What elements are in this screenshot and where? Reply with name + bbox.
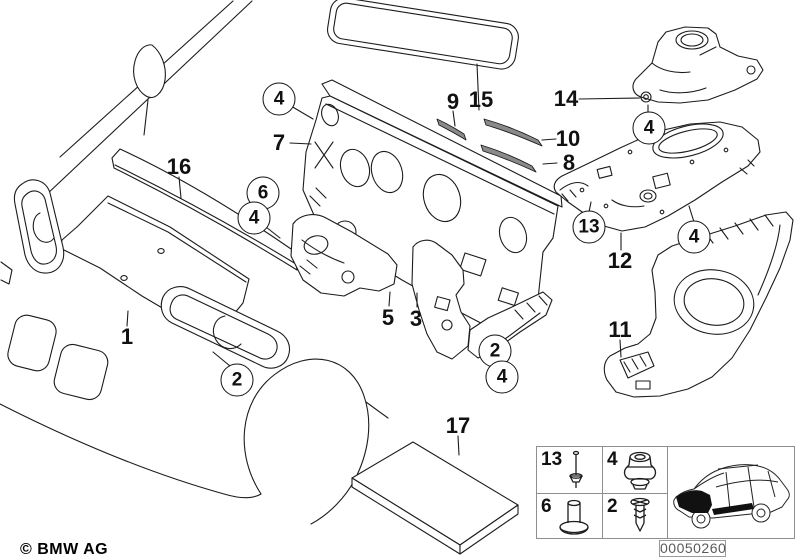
part-callout-11[interactable]: 11 — [608, 317, 632, 342]
part-15-large-insulation-mat — [327, 0, 519, 70]
part-callout-1[interactable]: 1 — [120, 324, 134, 349]
vehicle-inset — [668, 447, 794, 538]
part-17-floor-mat — [351, 441, 519, 555]
grommet-nut-icon — [623, 451, 657, 490]
part-callout-3[interactable]: 3 — [409, 306, 423, 331]
part-callout-14[interactable]: 14 — [553, 86, 579, 111]
part-callout-15[interactable]: 15 — [468, 87, 494, 112]
part-callout-10[interactable]: 10 — [555, 126, 581, 151]
part-callout-17[interactable]: 17 — [445, 413, 471, 438]
fastener-callout-4[interactable]: 4 — [237, 201, 271, 235]
part-14-cover — [632, 26, 764, 104]
part-11-side-insulation — [603, 211, 794, 398]
leader-lines — [126, 63, 695, 456]
part-callout-9[interactable]: 9 — [446, 89, 460, 114]
legend-label[interactable]: 2 — [607, 496, 618, 517]
fastener-callout-4[interactable]: 4 — [262, 82, 296, 116]
part-callout-8[interactable]: 8 — [562, 150, 576, 175]
part-5-dash-insulation — [290, 214, 398, 297]
sealing-pin-icon — [569, 450, 583, 488]
legend-item-grommet-nut: 4 — [603, 447, 668, 494]
front-insulation-highlight — [676, 490, 712, 513]
fastener-callout-2[interactable]: 2 — [220, 363, 254, 397]
part-8-strip — [480, 144, 537, 173]
legend-label[interactable]: 4 — [607, 449, 618, 470]
part-10-strip — [483, 118, 543, 147]
expanding-rivet-icon — [630, 497, 650, 532]
fastener-callout-4[interactable]: 4 — [485, 360, 519, 394]
part-callout-16[interactable]: 16 — [166, 154, 192, 179]
sill-insulation-highlight — [712, 503, 754, 515]
legend-item-sealing-pin: 13 — [537, 447, 603, 494]
legend-table: 13 4 6 — [536, 446, 795, 539]
legend-item-expanding-rivet: 2 — [603, 494, 668, 539]
kidney-grilles — [7, 314, 109, 401]
expanding-plug-icon — [559, 499, 589, 535]
part-callout-5[interactable]: 5 — [381, 305, 395, 330]
legend-label[interactable]: 6 — [541, 496, 552, 517]
part-2-side-pad-left — [13, 179, 65, 274]
copyright-text: © BMW AG — [20, 541, 109, 558]
bmw-x5-front-insulation-highlight — [673, 464, 790, 529]
wheel-arch — [243, 358, 370, 525]
legend-item-expanding-plug: 6 — [537, 494, 603, 539]
fastener-callout-13[interactable]: 13 — [572, 210, 606, 244]
part-9-strip — [436, 118, 467, 141]
fastener-callout-4[interactable]: 4 — [677, 220, 711, 254]
part-12-tunnel-insulation — [553, 121, 761, 232]
legend-label[interactable]: 13 — [541, 449, 563, 470]
fastener-callout-4[interactable]: 4 — [632, 111, 666, 145]
part-callout-12[interactable]: 12 — [607, 248, 633, 273]
part-callout-7[interactable]: 7 — [272, 130, 286, 155]
part-2-side-pad-right — [160, 286, 291, 369]
door-mirror — [133, 44, 166, 136]
diagram-code: 00050260 — [659, 540, 727, 557]
